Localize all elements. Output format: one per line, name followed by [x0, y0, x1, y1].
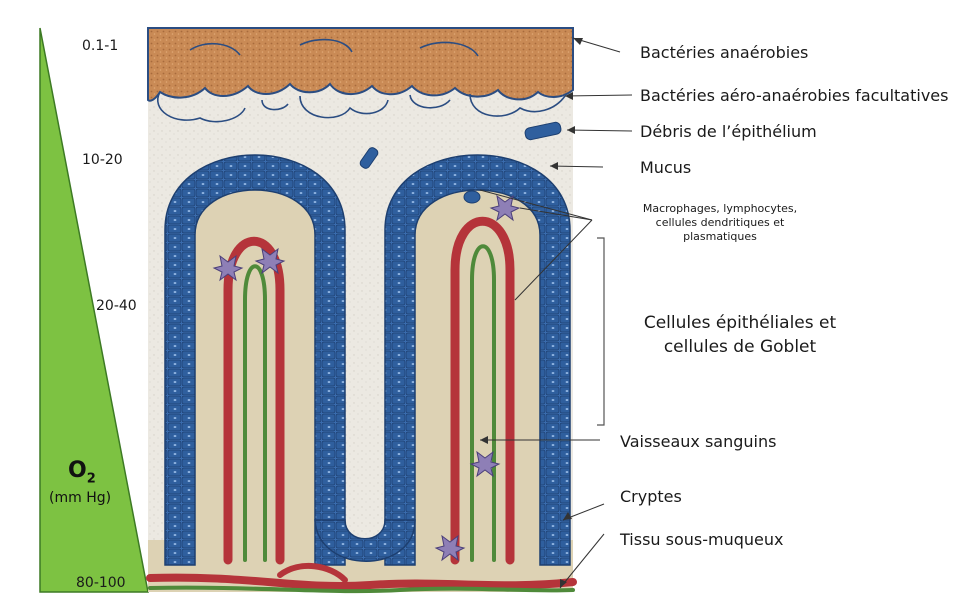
label-anaerobic-bacteria: Bactéries anaérobies: [640, 43, 808, 62]
o2-unit: (mm Hg): [49, 490, 111, 506]
bacteria-layer: [148, 28, 573, 101]
label-crypts: Cryptes: [620, 487, 682, 506]
label-facultative-bacteria: Bactéries aéro-anaérobies facultatives: [640, 86, 948, 105]
o2-title: O2: [68, 458, 96, 486]
o2-level-epithelium: 20-40: [96, 298, 137, 314]
label-immune-cells: Macrophages, lymphocytes, cellules dendr…: [630, 202, 810, 244]
o2-level-top: 0.1-1: [82, 38, 118, 54]
label-submucosa: Tissu sous-muqueux: [620, 530, 783, 549]
label-epithelial-cells: Cellules épithéliales et cellules de Gob…: [625, 311, 855, 359]
label-mucus: Mucus: [640, 158, 691, 177]
o2-level-bottom: 80-100: [76, 575, 126, 591]
epithelial-bracket: [597, 238, 604, 425]
label-epithelial-debris: Débris de l’épithélium: [640, 122, 817, 141]
o2-level-mucus: 10-20: [82, 152, 123, 168]
label-blood-vessels: Vaisseaux sanguins: [620, 432, 776, 451]
